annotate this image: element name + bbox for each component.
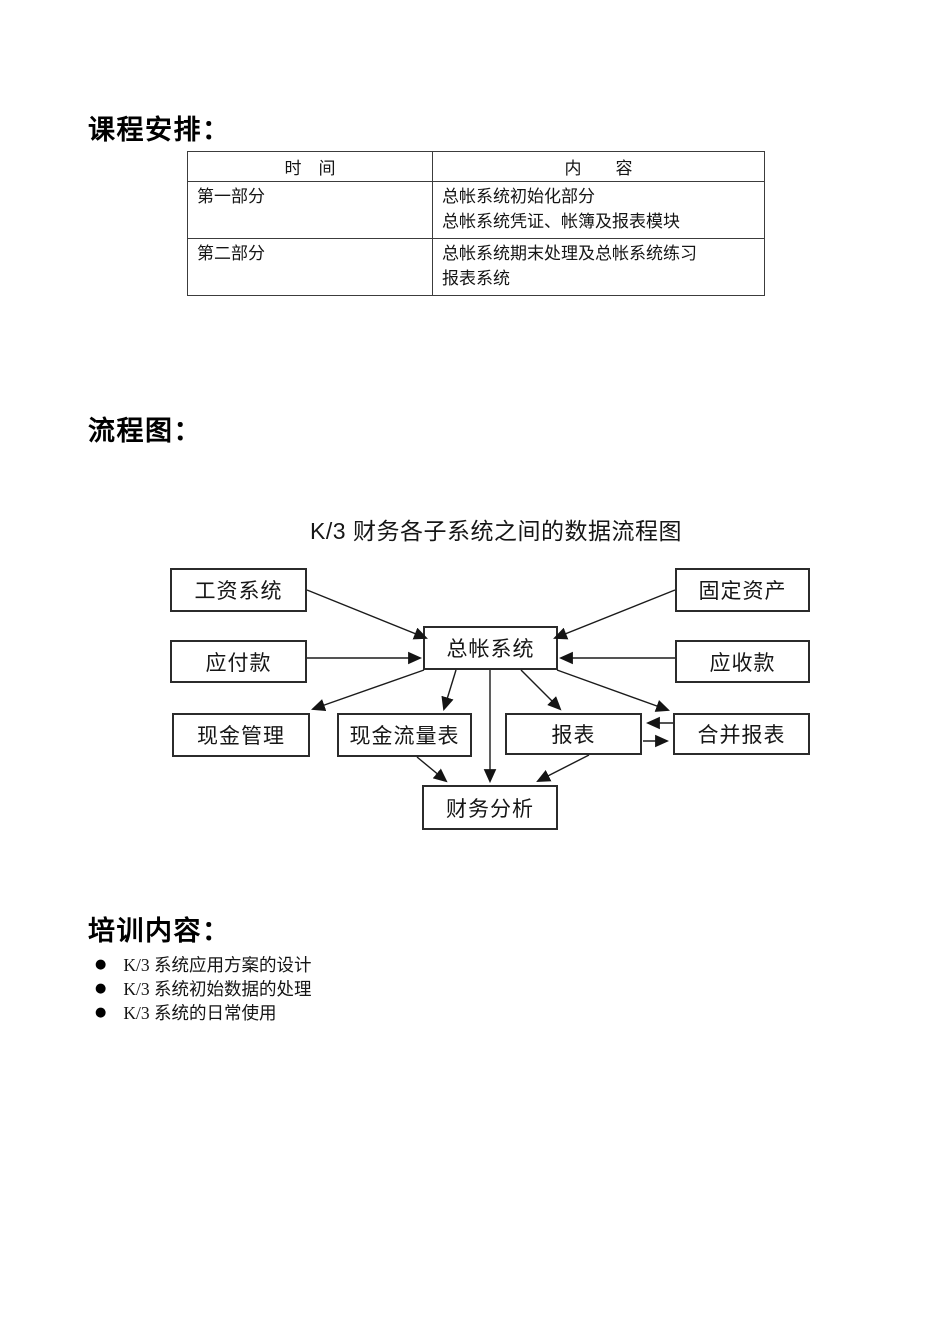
edge-reports-to-analysis	[536, 754, 590, 782]
node-general-ledger: 总帐系统	[423, 626, 558, 670]
section-heading-training: 培训内容：	[88, 916, 231, 946]
bullet-icon: ●	[95, 1004, 107, 1020]
node-cash-flow-statement: 现金流量表	[337, 713, 472, 757]
section-heading-schedule: 课程安排：	[88, 115, 231, 145]
node-salary-system: 工资系统	[170, 568, 307, 612]
cell-content: 总帐系统初始化部分 总帐系统凭证、帐簿及报表模块	[432, 181, 765, 239]
section-heading-flowchart: 流程图：	[88, 416, 202, 446]
edge-cash-flow-to-analysis	[416, 756, 448, 783]
content-line: 总帐系统初始化部分	[442, 187, 595, 206]
schedule-table: 时 间 内 容 第一部分 总帐系统初始化部分 总帐系统凭证、帐簿及报表模块 第二…	[187, 151, 765, 296]
content-line: 报表系统	[442, 269, 510, 288]
column-header-content: 内 容	[432, 151, 765, 182]
edge-salary-to-gl	[306, 589, 428, 640]
cell-content: 总帐系统期末处理及总帐系统练习 报表系统	[432, 238, 765, 296]
node-accounts-payable: 应付款	[170, 640, 307, 683]
list-item: ● K/3 系统的日常使用	[95, 1000, 311, 1024]
cell-time: 第一部分	[187, 181, 433, 239]
node-reports: 报表	[505, 713, 642, 755]
column-header-time: 时 间	[187, 151, 433, 182]
table-row: 第二部分 总帐系统期末处理及总帐系统练习 报表系统	[187, 238, 765, 296]
bullet-text: K/3 系统的日常使用	[123, 1002, 277, 1023]
node-accounts-receivable: 应收款	[675, 640, 810, 683]
list-item: ● K/3 系统初始数据的处理	[95, 976, 311, 1000]
bullet-icon: ●	[95, 980, 107, 996]
bullet-text: K/3 系统应用方案的设计	[123, 954, 312, 975]
diagram-title: K/3 财务各子系统之间的数据流程图	[310, 518, 682, 544]
content-line: 总帐系统凭证、帐簿及报表模块	[442, 212, 680, 231]
node-financial-analysis: 财务分析	[422, 785, 558, 830]
edge-gl-to-consolidated	[556, 669, 670, 712]
content-line: 总帐系统期末处理及总帐系统练习	[442, 244, 697, 263]
node-fixed-assets: 固定资产	[675, 568, 810, 612]
edge-gl-to-cash-mgmt	[311, 669, 425, 711]
bullet-icon: ●	[95, 956, 107, 972]
cell-time: 第二部分	[187, 238, 433, 296]
training-bullet-list: ● K/3 系统应用方案的设计 ● K/3 系统初始数据的处理 ● K/3 系统…	[95, 952, 311, 1024]
bullet-text: K/3 系统初始数据的处理	[123, 978, 312, 999]
edge-fixed-assets-to-gl	[553, 589, 676, 640]
table-header-row: 时 间 内 容	[187, 151, 765, 182]
list-item: ● K/3 系统应用方案的设计	[95, 952, 311, 976]
edge-gl-to-reports	[520, 669, 562, 711]
node-cash-management: 现金管理	[172, 713, 310, 757]
edge-gl-to-cash-flow	[441, 669, 457, 712]
table-row: 第一部分 总帐系统初始化部分 总帐系统凭证、帐簿及报表模块	[187, 181, 765, 239]
node-consolidated-reports: 合并报表	[673, 713, 810, 755]
